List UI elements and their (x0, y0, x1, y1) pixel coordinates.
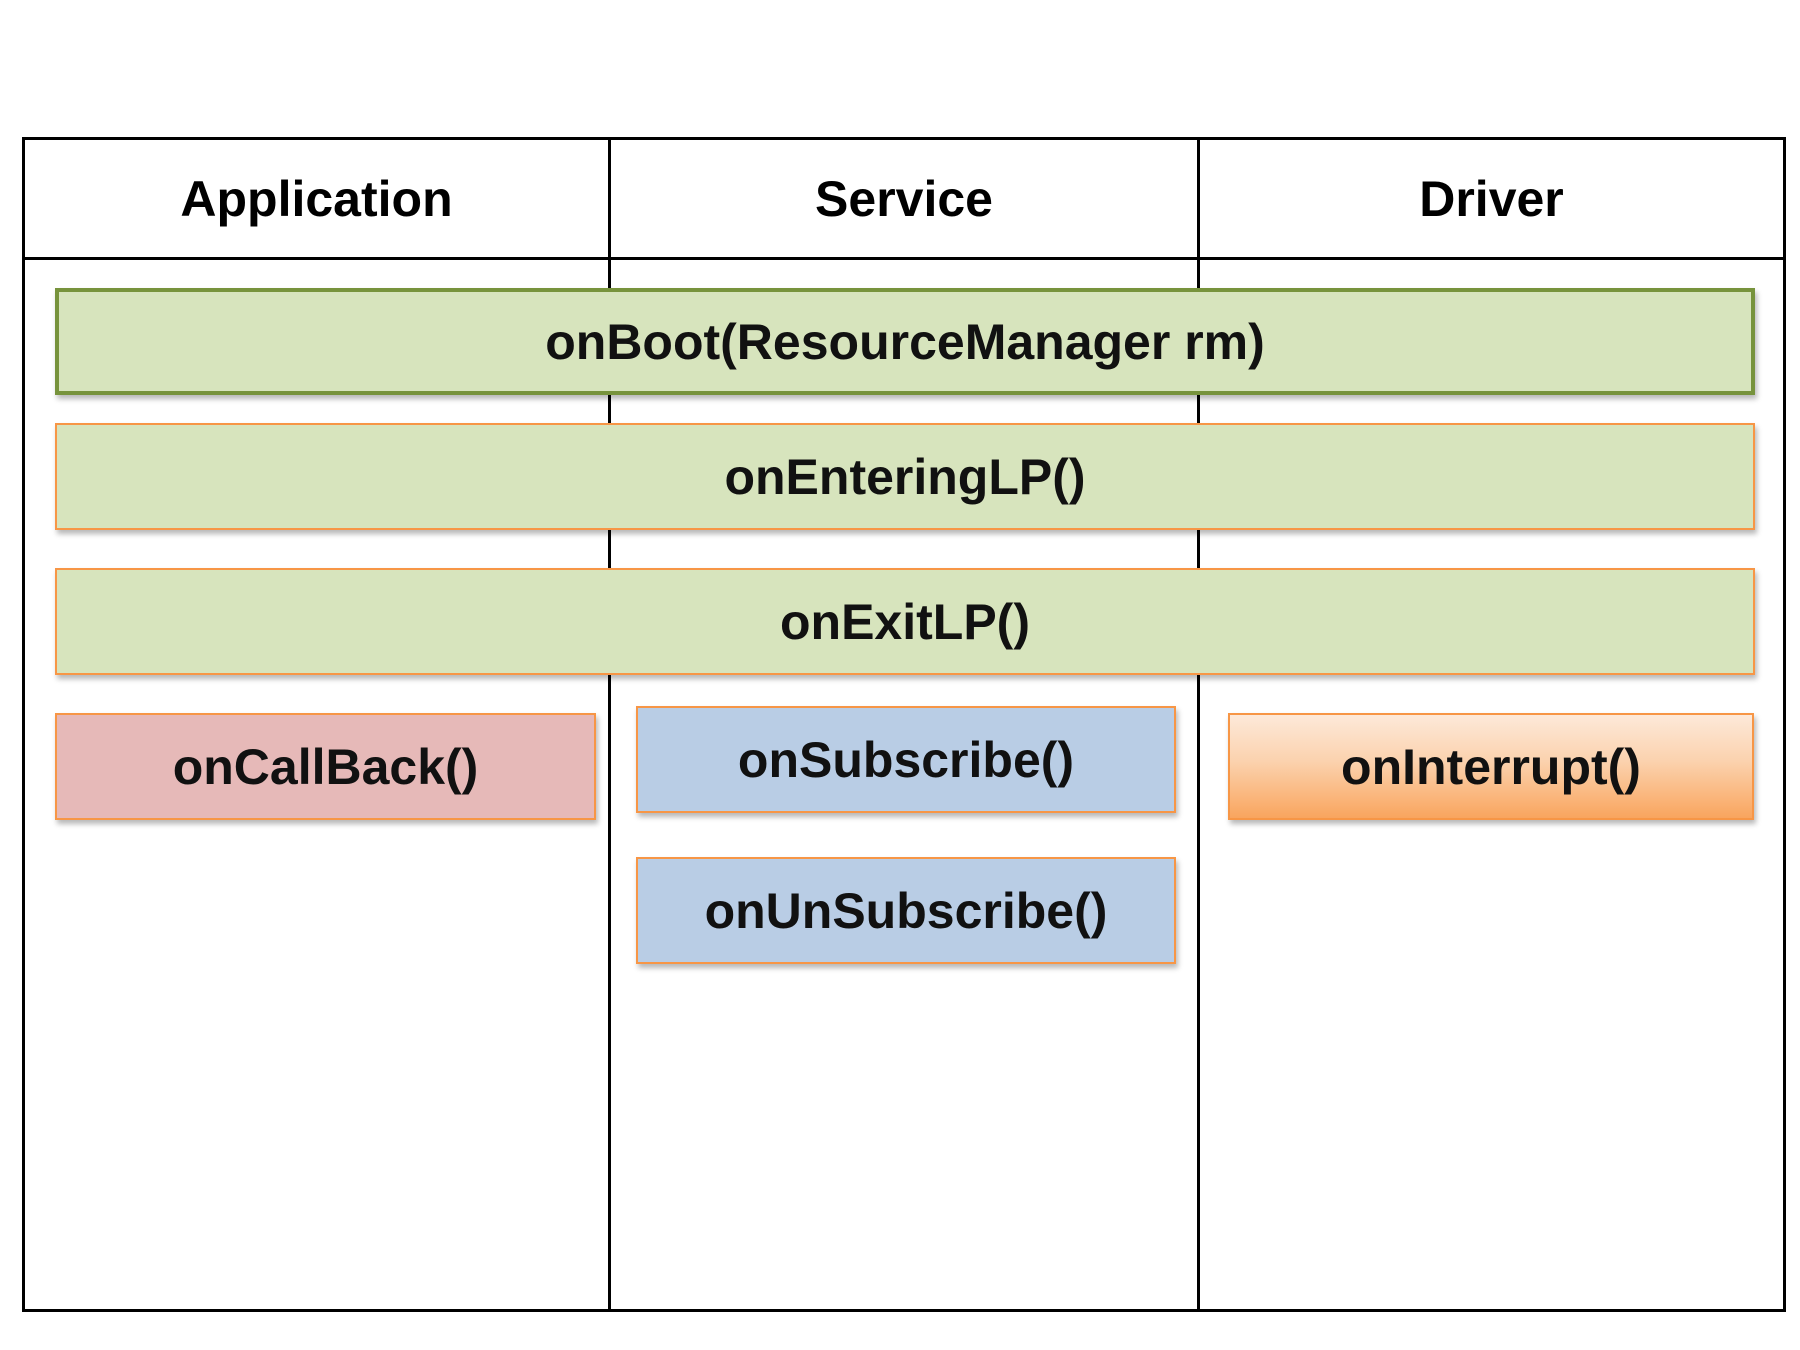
column-header-service: Service (815, 170, 993, 227)
diagram-frame (22, 137, 1786, 1312)
column-header-driver: Driver (1419, 170, 1564, 227)
callback-onsubscribe: onSubscribe() (636, 706, 1176, 813)
callback-onunsubscribe: onUnSubscribe() (636, 857, 1176, 964)
header-divider (22, 257, 1786, 260)
column-divider-1 (608, 137, 611, 1312)
column-divider-2 (1197, 137, 1200, 1312)
callback-onexitlp: onExitLP() (55, 568, 1755, 675)
callback-onboot: onBoot(ResourceManager rm) (55, 288, 1755, 395)
column-header-application: Application (180, 170, 453, 227)
callback-oncallback: onCallBack() (55, 713, 596, 820)
callback-oninterrupt: onInterrupt() (1228, 713, 1754, 820)
callback-onenteringlp: onEnteringLP() (55, 423, 1755, 530)
